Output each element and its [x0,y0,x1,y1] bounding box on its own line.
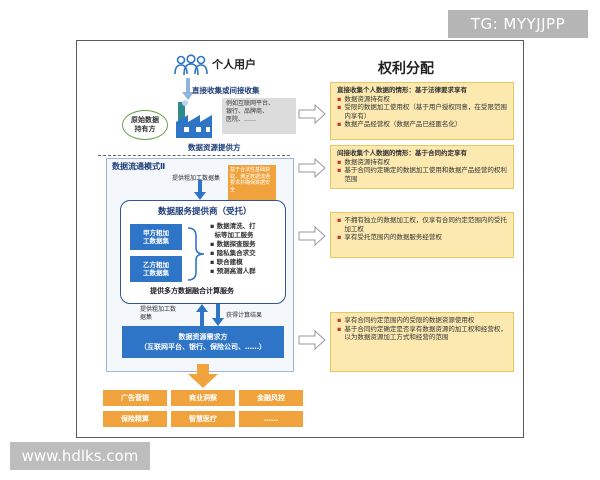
rights-bullet: 享有受托范围内的数据服务经营权 [344,233,442,241]
data-holders-list: 例如互联网平台、 银行、品牌商、 医院、…… [222,98,296,134]
arrow-up-icon [196,304,208,326]
application-smart-healthcare: 智慧医疗 [171,411,235,427]
data-demand-box: 数据资源需求方 （互联网平台、银行、保险公司、……） [122,326,284,358]
get-result-label: 获得计算结果 [226,312,263,319]
service-item: ▪ 隐私集合求交 [210,249,256,257]
watermark-top: TG: MYYJJPP [448,10,588,38]
data-holders-text: 例如互联网平台、 银行、品牌商、 医院、…… [226,100,275,123]
arrow-down-icon [188,364,218,388]
application-risk-control: 金融风控 [239,390,303,406]
arrow-right-icon [298,104,326,124]
watermark-bottom: www.hdlks.com [10,442,150,470]
party-b-label: 乙方粗加 工数据集 [143,261,169,277]
divider-line [98,155,290,156]
service-item: ▪ 联合建模 [210,258,243,266]
service-provider-title: 数据服务提供商（受托） [158,207,252,217]
party-a-label: 甲方粗加 工数据集 [143,229,169,245]
application-actuarial: 保险精算 [103,411,167,427]
arrow-down-icon [212,304,224,326]
arrow-right-icon [298,226,326,246]
application-more: …… [239,411,303,427]
rights-title: 权利分配 [378,61,434,77]
application-ad-marketing: 广告营销 [103,390,167,406]
rights-bullet: 基于合同约定确定是否享有数据资源的加工权和经营权，以为数据资源加工方式和经营的范… [344,324,507,342]
collect-label: 直接收集或间接收集 [192,86,260,95]
application-business-insight: 商业洞察 [171,390,235,406]
rights-bullet: 数据资源持有权 [344,157,390,166]
rights-box-service-provider: ▪不拥有独立的数据加工权，仅享有合同约定范围内的受托加工权 ▪享有受托范围内的数… [330,212,514,258]
provide-dataset-label: 提供粗加工数 据集 [140,306,177,321]
user-title: 个人用户 [212,58,256,71]
arrow-down-icon [182,78,194,100]
arrow-down-icon [194,180,206,200]
compliance-note: 基于合法性基础获取，满足数据流通要求并确保数据安全 [228,165,276,201]
flow-mode-title: 数据流通模式Ⅱ [112,162,166,171]
raw-data-holder-label: 原始数据 持有方 [131,116,159,133]
rights-bullet: 数据产品经营权（数据产品已经匿名化） [344,120,462,128]
factory-icon [176,100,212,138]
rights-box-header: 间接收集个人数据的情形：基于合同约定享有 [337,149,467,157]
service-provider-box [120,200,286,304]
rights-box-direct: 直接收集个人数据的情形：基于法律要求享有 ▪数据资源持有权 ▪受限的数据加工使用… [330,82,514,140]
provider-label: 数据资源提供方 [188,143,241,152]
service-item: ▪ 数据清洗、打 [210,222,256,230]
raw-data-holder-oval: 原始数据 持有方 [122,110,168,140]
rights-box-indirect: 间接收集个人数据的情形：基于合同约定享有 ▪数据资源持有权 ▪基于合同约定确定的… [330,145,514,189]
rights-box-header: 直接收集个人数据的情形：基于法律要求享有 [337,86,467,94]
multi-party-service-label: 提供多方数据融合计算服务 [150,287,234,295]
service-item: ▪ 预测高潜人群 [210,267,256,275]
party-a-dataset: 甲方粗加 工数据集 [130,224,182,250]
arrow-right-icon [298,330,326,350]
data-demand-label: 数据资源需求方 （互联网平台、银行、保险公司、……） [140,333,266,351]
rights-bullet: 数据资源持有权 [344,94,390,103]
rights-bullet: 享有合同约定范围内的受限的数据资源使用权 [344,316,475,324]
users-icon [174,54,208,76]
service-item: 标等加工服务 [214,231,254,239]
rights-box-demand: ▪享有合同约定范围内的受限的数据资源使用权 ▪基于合同约定确定是否享有数据资源的… [330,312,514,372]
arrow-right-icon [298,158,326,178]
party-b-dataset: 乙方粗加 工数据集 [130,256,182,282]
service-list: ▪ 数据清洗、打 标等加工服务 ▪ 数据探查服务 ▪ 隐私集合求交 ▪ 联合建模… [210,222,256,276]
rights-bullet: 基于合同约定确定的数据加工使用和数据产品经营的权利范围 [344,166,507,183]
rights-bullet: 不拥有独立的数据加工权，仅享有合同约定范围内的受托加工权 [344,216,507,233]
rights-bullet: 受限的数据加工使用权（基于用户授权同意，在受限范围内享有） [344,103,507,120]
brace-icon [187,227,205,281]
service-item: ▪ 数据探查服务 [210,240,256,248]
provide-raw-dataset-label: 提供粗加工数据集 [172,175,221,182]
